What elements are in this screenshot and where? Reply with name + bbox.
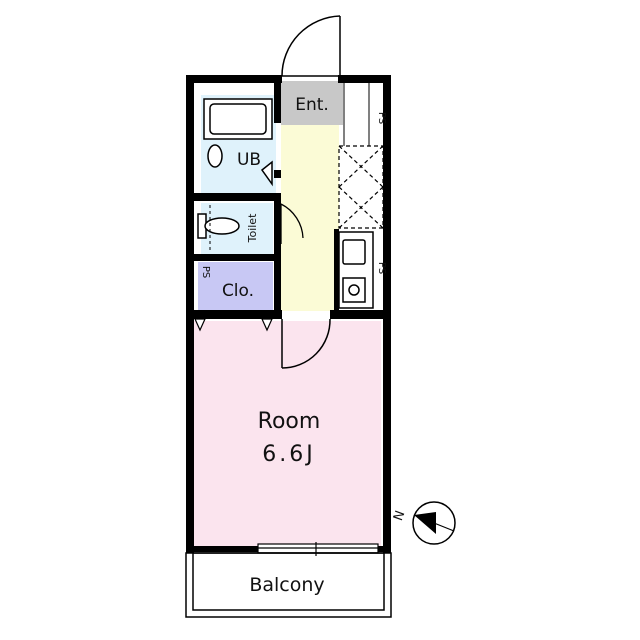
compass-icon bbox=[412, 501, 456, 545]
pipe-space-label-kitchen: PS bbox=[376, 262, 387, 274]
room-label-line1: Room bbox=[258, 409, 321, 434]
toilet-icon bbox=[197, 205, 240, 250]
pipe-space-label-top: PS bbox=[376, 112, 387, 124]
room-floor bbox=[193, 321, 381, 547]
toilet-label: Toilet bbox=[246, 213, 259, 243]
unit-bath-label: UB bbox=[237, 150, 261, 170]
shoe-closet-icon bbox=[338, 145, 384, 229]
room-label-line2: 6.6J bbox=[262, 442, 315, 467]
closet-floor bbox=[198, 262, 273, 310]
entrance-door-icon bbox=[281, 15, 341, 80]
closet-label: Clo. bbox=[222, 281, 254, 301]
closet-door-icon bbox=[194, 318, 273, 332]
pipe-space-label-closet: PS bbox=[200, 266, 211, 278]
entrance-label: Ent. bbox=[295, 95, 329, 115]
corridor-floor bbox=[281, 125, 339, 311]
bathtub-icon bbox=[203, 98, 273, 140]
compass-north-label: N bbox=[391, 509, 408, 523]
balcony-label: Balcony bbox=[249, 574, 324, 596]
bath-toilet-icon bbox=[207, 144, 273, 187]
balcony-window-icon bbox=[257, 542, 379, 556]
kitchen-icon bbox=[338, 231, 374, 309]
toilet-door-icon bbox=[280, 203, 304, 244]
room-door-icon bbox=[281, 318, 331, 369]
entrance-floor bbox=[281, 81, 343, 125]
balcony-outline bbox=[185, 552, 392, 618]
